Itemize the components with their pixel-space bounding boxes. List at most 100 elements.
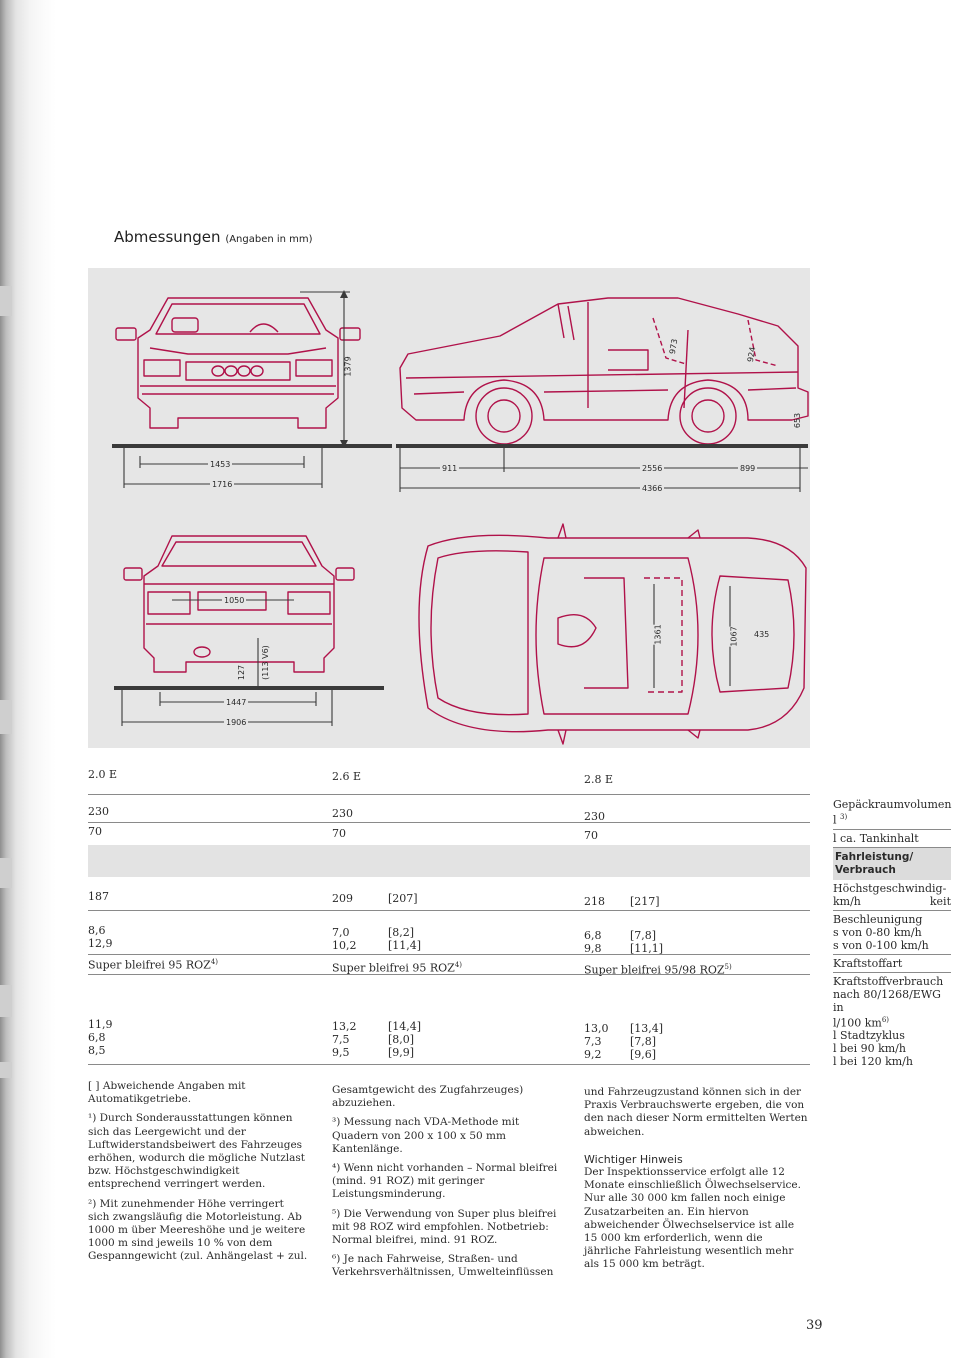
index-tab — [0, 700, 12, 734]
top-view-drawing — [418, 523, 807, 745]
label-tank: l ca. Tankinhalt — [833, 830, 951, 848]
footnote-2-cont: Gesamtgewicht des Zugfahrzeuges) abzuzie… — [332, 1084, 524, 1110]
dim-front-track: 1453 — [208, 458, 233, 471]
accel-80-2-6: 7,0 — [332, 926, 350, 939]
tank-2-6: 70 — [332, 827, 346, 840]
tank-2-8: 70 — [584, 829, 598, 842]
label-urban: l Stadtzyklus — [833, 1029, 905, 1043]
fuel-2-0-text: Super bleifrei 95 ROZ — [88, 958, 211, 972]
footnote-4: ⁴) Wenn nicht vorhanden – Normal bleifre… — [332, 1162, 558, 1201]
urban-2-8-alt: [13,4] — [630, 1022, 664, 1035]
rear-ground-line — [114, 686, 384, 690]
label-top-speed: Höchstgeschwindig- km/h keit — [833, 880, 951, 911]
at120-2-6: 9,5 — [332, 1046, 350, 1059]
page-title: Abmessungen (Angaben in mm) — [114, 228, 313, 246]
model-name-2-8: 2.8 E — [584, 773, 614, 786]
dim-top-front-width: 1361 — [651, 624, 665, 645]
label-fuel-type: Kraftstoffart — [833, 955, 951, 973]
label-top-speed-2b: keit — [929, 894, 951, 908]
label-at90: l bei 90 km/h — [833, 1042, 906, 1056]
label-consumption-sup: 6) — [881, 1015, 889, 1024]
label-luggage-text: Gepäckraumvolumen — [833, 798, 952, 811]
dimensions-diagram: 1379 1453 1716 911 2556 899 4366 973 924… — [88, 268, 810, 748]
label-consumption-2: nach 80/1268/EWG in — [833, 987, 941, 1014]
model-name-2-6: 2.6 E — [332, 770, 362, 783]
at90-2-8-alt: [7,8] — [630, 1035, 657, 1048]
label-accel: Beschleunigung s von 0-80 km/h s von 0-1… — [833, 911, 951, 955]
side-view-drawing — [399, 297, 809, 445]
label-top-speed-2a: km/h — [833, 894, 861, 908]
at90-2-6: 7,5 — [332, 1033, 350, 1046]
urban-2-6-alt: [14,4] — [388, 1020, 422, 1033]
at90-2-0: 6,8 — [88, 1031, 106, 1044]
dim-top-rear-width: 1067 — [727, 626, 741, 647]
label-accel-100: s von 0-100 km/h — [833, 938, 929, 952]
dim-rear-ground-clearance: 127 — [237, 664, 247, 681]
accel-80-2-8: 6,8 — [584, 929, 602, 942]
footnote-brackets: [ ] Abweichende Angaben mit Automatikget… — [88, 1080, 246, 1106]
label-top-speed-1: Höchstgeschwindig- — [833, 881, 947, 895]
side-ground-line — [396, 444, 808, 448]
accel-100-2-6-alt: [11,4] — [388, 939, 422, 952]
section-header-fahrleistung: Fahrleistung/ Verbrauch — [833, 847, 951, 880]
luggage-2-0: 230 — [88, 805, 109, 818]
at120-2-6-alt: [9,9] — [388, 1046, 415, 1059]
footnote-2: ²) Mit zunehmender Höhe verringert sich … — [88, 1197, 308, 1263]
index-tab — [0, 286, 12, 316]
accel-100-2-6: 10,2 — [332, 939, 357, 952]
fuel-2-0-sup: 4) — [210, 958, 218, 966]
fuel-2-0: Super bleifrei 95 ROZ4) — [88, 956, 218, 972]
accel-80-2-8-alt: [7,8] — [630, 929, 657, 942]
top-speed-2-6: 209 — [332, 892, 353, 905]
label-luggage: Gepäckraumvolumen l 3) — [833, 796, 952, 830]
dim-side-wheelbase: 2556 — [640, 462, 665, 475]
dim-front-height: 1379 — [343, 356, 353, 377]
accel-80-2-6-alt: [8,2] — [388, 926, 415, 939]
index-tab — [0, 858, 12, 888]
at90-2-6-alt: [8,0] — [388, 1033, 415, 1046]
fuel-2-6-sup: 4) — [454, 961, 462, 969]
rear-view-drawing — [123, 535, 355, 673]
page-number: 39 — [806, 1318, 823, 1333]
accel-100-2-8-alt: [11,1] — [630, 942, 664, 955]
label-luggage-sup: 3) — [840, 813, 848, 821]
label-at120: l bei 120 km/h — [833, 1055, 913, 1069]
fuel-2-6-text: Super bleifrei 95 ROZ — [332, 961, 455, 975]
dim-side-headroom-rear: 924 — [745, 346, 758, 363]
at90-2-8: 7,3 — [584, 1035, 602, 1048]
footnote-6: ⁶) Je nach Fahrweise, Straßen- und Verke… — [332, 1253, 554, 1279]
section-band-fahrleistung — [88, 845, 810, 877]
footnote-5: ⁵) Die Verwendung von Super plus bleifre… — [332, 1207, 557, 1247]
dim-rear-trunk-width: 1050 — [222, 594, 247, 607]
index-tab — [0, 985, 12, 1017]
spec-labels-column: Gepäckraumvolumen l 3) l ca. Tankinhalt … — [833, 796, 952, 1071]
footnotes-col-2: Gesamtgewicht des Zugfahrzeuges) abzuzie… — [332, 1084, 558, 1286]
top-speed-2-6-alt: [207] — [388, 892, 418, 905]
footnotes-col-3: und Fahrzeugzustand können sich in der P… — [584, 1086, 810, 1278]
dim-side-door-height: 653 — [793, 412, 803, 429]
label-luggage-unit: l — [833, 813, 837, 827]
fuel-2-8: Super bleifrei 95/98 ROZ5) — [584, 961, 732, 977]
footnotes-col-1: [ ] Abweichende Angaben mit Automatikget… — [88, 1080, 308, 1270]
dim-rear-ground-clearance-v6: (113 V6) — [260, 645, 270, 680]
fuel-2-8-text: Super bleifrei 95/98 ROZ — [584, 963, 725, 977]
fuel-2-8-sup: 5) — [724, 963, 732, 971]
book-spine-shadow — [0, 0, 56, 1358]
page-title-text: Abmessungen — [114, 228, 221, 246]
accel-100-2-8: 9,8 — [584, 942, 602, 955]
accel-100-2-0: 12,9 — [88, 937, 113, 950]
dim-side-front-overhang: 911 — [440, 462, 460, 475]
footnote-6-cont: und Fahrzeugzustand können sich in der P… — [584, 1086, 808, 1138]
dim-rear-width: 1906 — [224, 716, 249, 729]
front-view-drawing — [115, 297, 361, 429]
index-tab — [0, 1062, 12, 1078]
footnote-3: ³) Messung nach VDA-Methode mit Quadern … — [332, 1116, 520, 1155]
at120-2-0: 8,5 — [88, 1044, 106, 1057]
label-accel-title: Beschleunigung — [833, 912, 923, 926]
urban-2-8: 13,0 — [584, 1022, 609, 1035]
notice-title: Wichtiger Hinweis — [584, 1152, 683, 1166]
dim-side-headroom-front: 973 — [667, 338, 680, 355]
fuel-2-6: Super bleifrei 95 ROZ4) — [332, 959, 462, 975]
label-consumption: Kraftstoffverbrauch nach 80/1268/EWG in … — [833, 973, 951, 1071]
top-speed-2-8-alt: [217] — [630, 895, 660, 908]
